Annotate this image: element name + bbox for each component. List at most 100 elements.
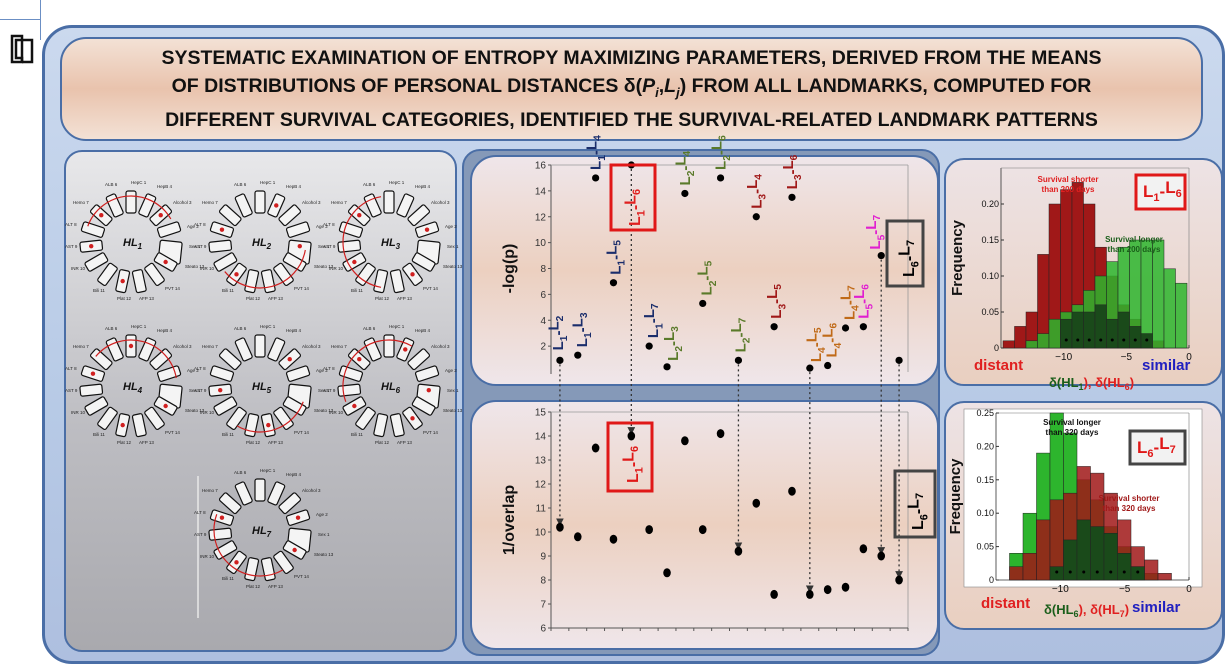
- logp-pair-label-part: -: [607, 255, 624, 260]
- ring-landmark-label: AST 9: [323, 388, 336, 393]
- ring-box: [273, 406, 294, 431]
- ring-landmark-label: Alcohol 3: [173, 200, 192, 205]
- logp-pair-label-text: L1-L4: [583, 135, 607, 170]
- overlap-point: [895, 575, 903, 585]
- logp-pair-label-text: L2-L5: [695, 260, 719, 295]
- ring-landmark-label: INR 10: [200, 266, 215, 271]
- hist-overlap-dot: [1133, 338, 1137, 342]
- overlap-point: [841, 582, 850, 592]
- hist-y-tick-label: 0.15: [981, 235, 999, 245]
- hist-annotation: than 320 days: [1046, 428, 1099, 437]
- hist-pair-label-part: -: [1154, 438, 1160, 457]
- hist-x-tick-label: −5: [1121, 352, 1133, 363]
- logp-pair-label-part: 7: [737, 317, 748, 323]
- overlap-highlight-label-l6l7-part: L: [906, 499, 923, 509]
- ring-landmark-label: PVT 14: [165, 430, 180, 435]
- ring-box: [411, 396, 436, 416]
- ring-landmark-label: ALT 8: [323, 366, 335, 371]
- ring-landmark-label: PVT 14: [294, 286, 309, 291]
- ring-marker: [274, 203, 279, 208]
- logp-highlight-label-l6l7-text: L6-L7: [897, 240, 922, 277]
- ring-landmark-label: Sex 1: [447, 244, 459, 249]
- logp-pair-label: L1-L5: [603, 240, 627, 275]
- ring-box: [234, 481, 253, 506]
- logp-pair-label-part: L: [661, 332, 678, 341]
- logp-pair-label-part: 6: [860, 284, 871, 290]
- overlap-y-tick-label: 13: [535, 456, 547, 467]
- hist-overlap-bar: [1063, 539, 1078, 581]
- logp-pair-label-part: 2: [686, 170, 697, 176]
- ring-landmark-label: ALB 6: [363, 326, 376, 331]
- logp-pair-label-part: -: [808, 342, 825, 347]
- logp-pair-label-part: 3: [757, 194, 768, 200]
- logp-pair-label-text: L1-L5: [603, 240, 627, 275]
- ring-landmark-label: AST 9: [65, 388, 78, 393]
- hist-bar-b: [1036, 519, 1051, 581]
- overlap-point: [573, 532, 582, 542]
- ring-label-base: HL: [381, 381, 396, 393]
- logp-pair-label-text: L5-L6: [851, 284, 875, 319]
- logp-pair-label: L1-L2: [546, 315, 570, 350]
- logp-pair-label-text: L2-L3: [661, 326, 685, 361]
- logp-pair-label-part: -: [867, 230, 884, 235]
- overlap-point: [556, 522, 564, 532]
- overlap-highlight-label-l1l6-part: L: [625, 473, 642, 483]
- ring-marker: [424, 227, 430, 232]
- hist-pair-label-part: 6: [1147, 448, 1153, 460]
- ring-landmark-label: Hemo 7: [331, 344, 347, 349]
- ring-landmark-label: Age 2: [187, 224, 199, 229]
- ring-label-base: HL: [123, 381, 138, 393]
- ring-box: [383, 190, 395, 214]
- overlap-highlight-label-l1l6: L1-L6: [621, 446, 646, 483]
- ring-box: [373, 413, 389, 438]
- ring-landmark-label: HepC 1: [131, 324, 147, 329]
- poster-title: SYSTEMATIC EXAMINATION OF ENTROPY MAXIMI…: [60, 37, 1203, 141]
- logp-pair-label-part: L: [842, 311, 859, 320]
- title-line-1: SYSTEMATIC EXAMINATION OF ENTROPY MAXIMI…: [161, 46, 1102, 69]
- ring-box: [267, 481, 286, 506]
- logp-pair-label-part: L: [570, 318, 587, 327]
- logp-pair-label-part: L: [824, 348, 841, 357]
- ring-landmark-label: Bili 11: [351, 288, 363, 293]
- logp-pair-label: L1-L3: [570, 312, 594, 347]
- hist-bar-b: [1175, 282, 1188, 349]
- hist-overlap-dot: [1099, 338, 1103, 342]
- ring-box: [208, 527, 233, 541]
- ring-landmark-label: Plat 12: [117, 296, 132, 301]
- logp-pair-label-part: 2: [742, 337, 753, 343]
- hist-overlap-bar: [1117, 553, 1132, 581]
- overlap-y-tick-label: 9: [540, 552, 546, 563]
- logp-y-tick-label: 10: [535, 238, 547, 249]
- ring-marker: [357, 213, 362, 218]
- ring-landmark-label: Plat 12: [375, 296, 390, 301]
- hist-label-delta-part: δ(HL: [1049, 375, 1079, 390]
- logp-pair-label-part: L: [677, 176, 694, 185]
- logp-pair-label-part: L: [855, 310, 872, 319]
- hist-bar-b: [1152, 239, 1165, 349]
- hist-pair-label-part: 7: [1170, 444, 1176, 456]
- logp-pair-label-part: -: [855, 299, 872, 304]
- hist-x-tick-label: −10: [1055, 352, 1072, 363]
- logp-pair-label-part: -: [784, 170, 801, 175]
- logp-highlight-label-l1l6-part: 6: [631, 189, 643, 195]
- ring-landmark-label: Alcohol 3: [173, 344, 192, 349]
- ring-landmark-label: INR 10: [329, 266, 344, 271]
- logp-pair-label-part: 5: [612, 240, 623, 246]
- hist-bar-b: [1009, 566, 1024, 581]
- logp-pair-label: L4-L6: [819, 323, 843, 358]
- logp-point: [609, 279, 618, 287]
- hist-x-tick-label: −10: [1052, 584, 1069, 595]
- ring-box: [363, 337, 382, 362]
- logp-y-tick-label: 14: [535, 186, 547, 197]
- logp-pair-label-text: L2-L6: [708, 135, 732, 170]
- ring-label: HL1: [123, 237, 143, 251]
- overlap-highlight-label-l1l6-text: L1-L6: [621, 446, 646, 483]
- overlap-point: [734, 546, 743, 556]
- overlap-highlight-label-l6l7-part: 6: [918, 514, 930, 520]
- ring-landmark-label: Steato 13: [185, 264, 205, 269]
- ring-marker: [295, 515, 301, 520]
- overlap-highlight-label-l6l7-part: -: [910, 509, 927, 514]
- logp-pair-label-part: 5: [813, 327, 824, 333]
- ring-box: [267, 337, 286, 362]
- hist-x-tick-label: 0: [1186, 352, 1192, 363]
